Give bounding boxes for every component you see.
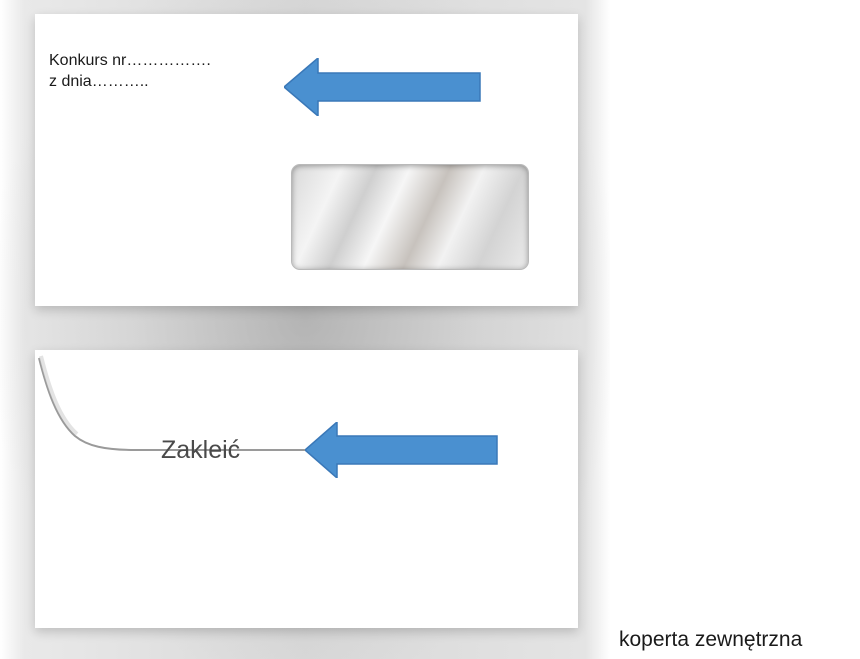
arrow-left-icon [284, 58, 481, 116]
caption: koperta zewnętrzna [619, 628, 803, 651]
seal-label: Zakleić [161, 436, 241, 464]
arrow-left-icon [305, 422, 498, 478]
envelope-front-text: Konkurs nr……………. z dnia……….. [49, 50, 211, 92]
envelope-flap-fold [38, 355, 335, 451]
envelope-back: Zakleić [35, 350, 578, 628]
date-line: z dnia……….. [49, 73, 149, 90]
envelope-front: Konkurs nr……………. z dnia……….. [35, 14, 578, 306]
contest-number-line: Konkurs nr……………. [49, 52, 211, 69]
envelope-window [291, 164, 529, 270]
